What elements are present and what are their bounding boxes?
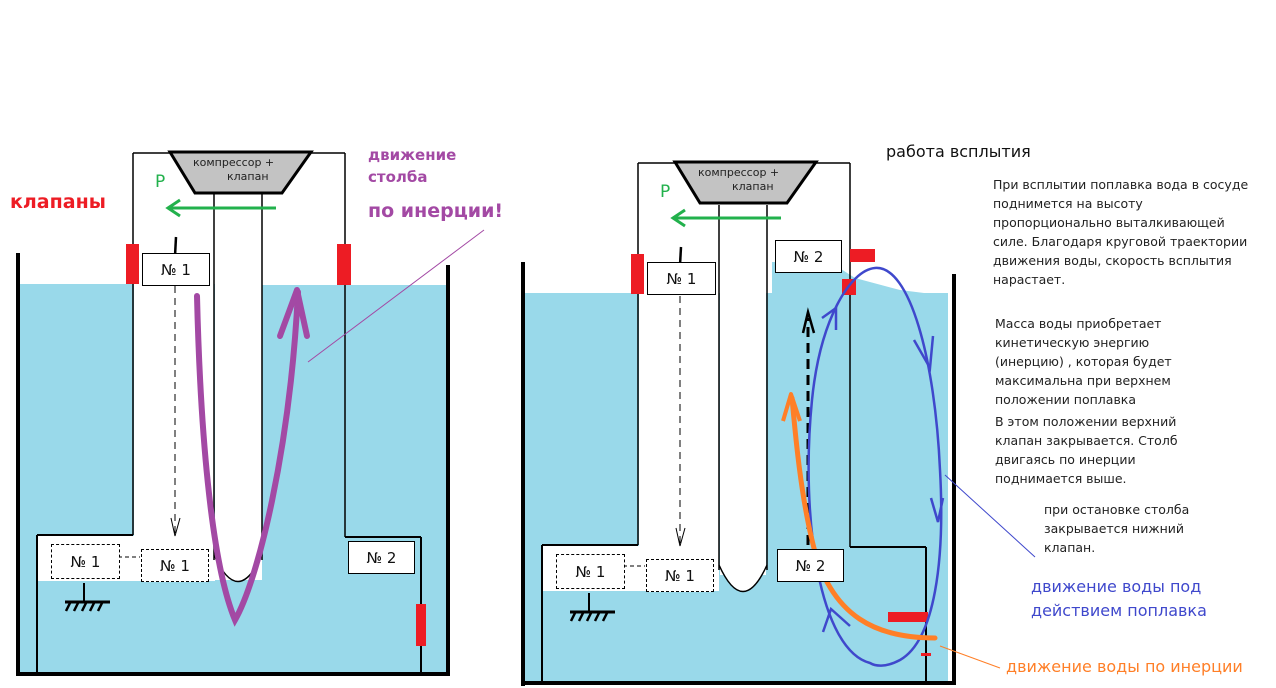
right-title: работа всплытия	[886, 142, 1031, 161]
inertia-path	[789, 395, 938, 641]
right-compressor-label-1: компрессор +	[698, 166, 780, 179]
note-1: При всплытии поплавка вода в сосуде подн…	[993, 177, 1249, 287]
left-inertia-arrow	[194, 289, 301, 627]
right-float-bottom-right: № 2	[777, 549, 844, 582]
left-inertia-arrowhead	[277, 287, 310, 339]
left-float-rod	[173, 236, 178, 257]
right-inner-tube-bottom	[718, 564, 768, 593]
right-pressure-arrowhead	[670, 208, 686, 228]
left-valve-1	[126, 244, 139, 284]
right-float-top-right: № 2	[775, 240, 842, 273]
left-valve-2	[337, 244, 351, 285]
inertia-arrowhead	[781, 392, 802, 422]
left-pressure-label: P	[155, 172, 166, 192]
note-2: Масса воды приобретает кинетическую энер…	[995, 316, 1172, 407]
blue-callout-line	[944, 474, 1036, 558]
column-motion-label-1: движение	[368, 146, 457, 164]
right-float-path-arrow	[675, 527, 686, 547]
left-pressure-arrowhead	[165, 198, 181, 218]
right-diagram	[521, 160, 1036, 686]
loop-arrow-4	[821, 606, 851, 633]
orange-callout-line	[939, 645, 1001, 669]
left-diagram	[16, 150, 485, 676]
right-pipe-interior	[639, 293, 719, 546]
left-float-bottom-mid: № 1	[141, 549, 209, 582]
float-rise-arrowhead	[801, 307, 816, 334]
right-pressure-label: P	[660, 182, 671, 202]
column-motion-label-3: по инерции!	[368, 200, 504, 222]
note-3: В этом положении верхний клапан закрывае…	[995, 414, 1178, 486]
orange-label: движение воды по инерции	[1006, 657, 1243, 676]
valves-label: клапаны	[10, 191, 106, 213]
right-valve-1	[631, 254, 644, 294]
right-ground-hatch	[569, 612, 609, 622]
right-compressor-label-2: клапан	[732, 180, 774, 193]
water-loop-path	[807, 266, 943, 667]
left-water-bottom	[18, 580, 448, 674]
left-compressor	[167, 150, 314, 195]
loop-arrow-2	[912, 335, 935, 373]
left-float-path-arrow	[170, 517, 181, 537]
loop-arrow-3	[929, 497, 945, 523]
blue-label-1: движение воды под	[1031, 577, 1202, 596]
loop-arrow-1	[821, 305, 838, 330]
right-float-bottom-left: № 1	[556, 554, 625, 589]
right-float-top-left: № 1	[647, 262, 716, 295]
right-inner-tube	[720, 205, 766, 575]
left-callout-line	[307, 229, 485, 363]
left-compressor-label-1: компрессор +	[193, 156, 275, 169]
right-float-bottom-mid: № 1	[646, 559, 714, 592]
right-valve-3	[921, 653, 931, 656]
right-valve-2-open	[850, 249, 875, 262]
left-compressor-label-2: клапан	[227, 170, 269, 183]
right-compressor	[672, 160, 819, 205]
column-motion-label-2: столба	[368, 168, 428, 186]
left-float-right: № 2	[348, 541, 415, 574]
right-valve-3-open	[888, 612, 928, 622]
note-4: при остановке столба закрывается нижний …	[1044, 502, 1190, 555]
ground-hatch	[64, 602, 104, 612]
left-inner-tube	[215, 194, 261, 564]
left-valve-3	[416, 604, 426, 646]
left-float-bottom-left: № 1	[51, 544, 120, 579]
left-float-top: № 1	[142, 253, 210, 286]
blue-label-2: действием поплавка	[1031, 601, 1207, 620]
